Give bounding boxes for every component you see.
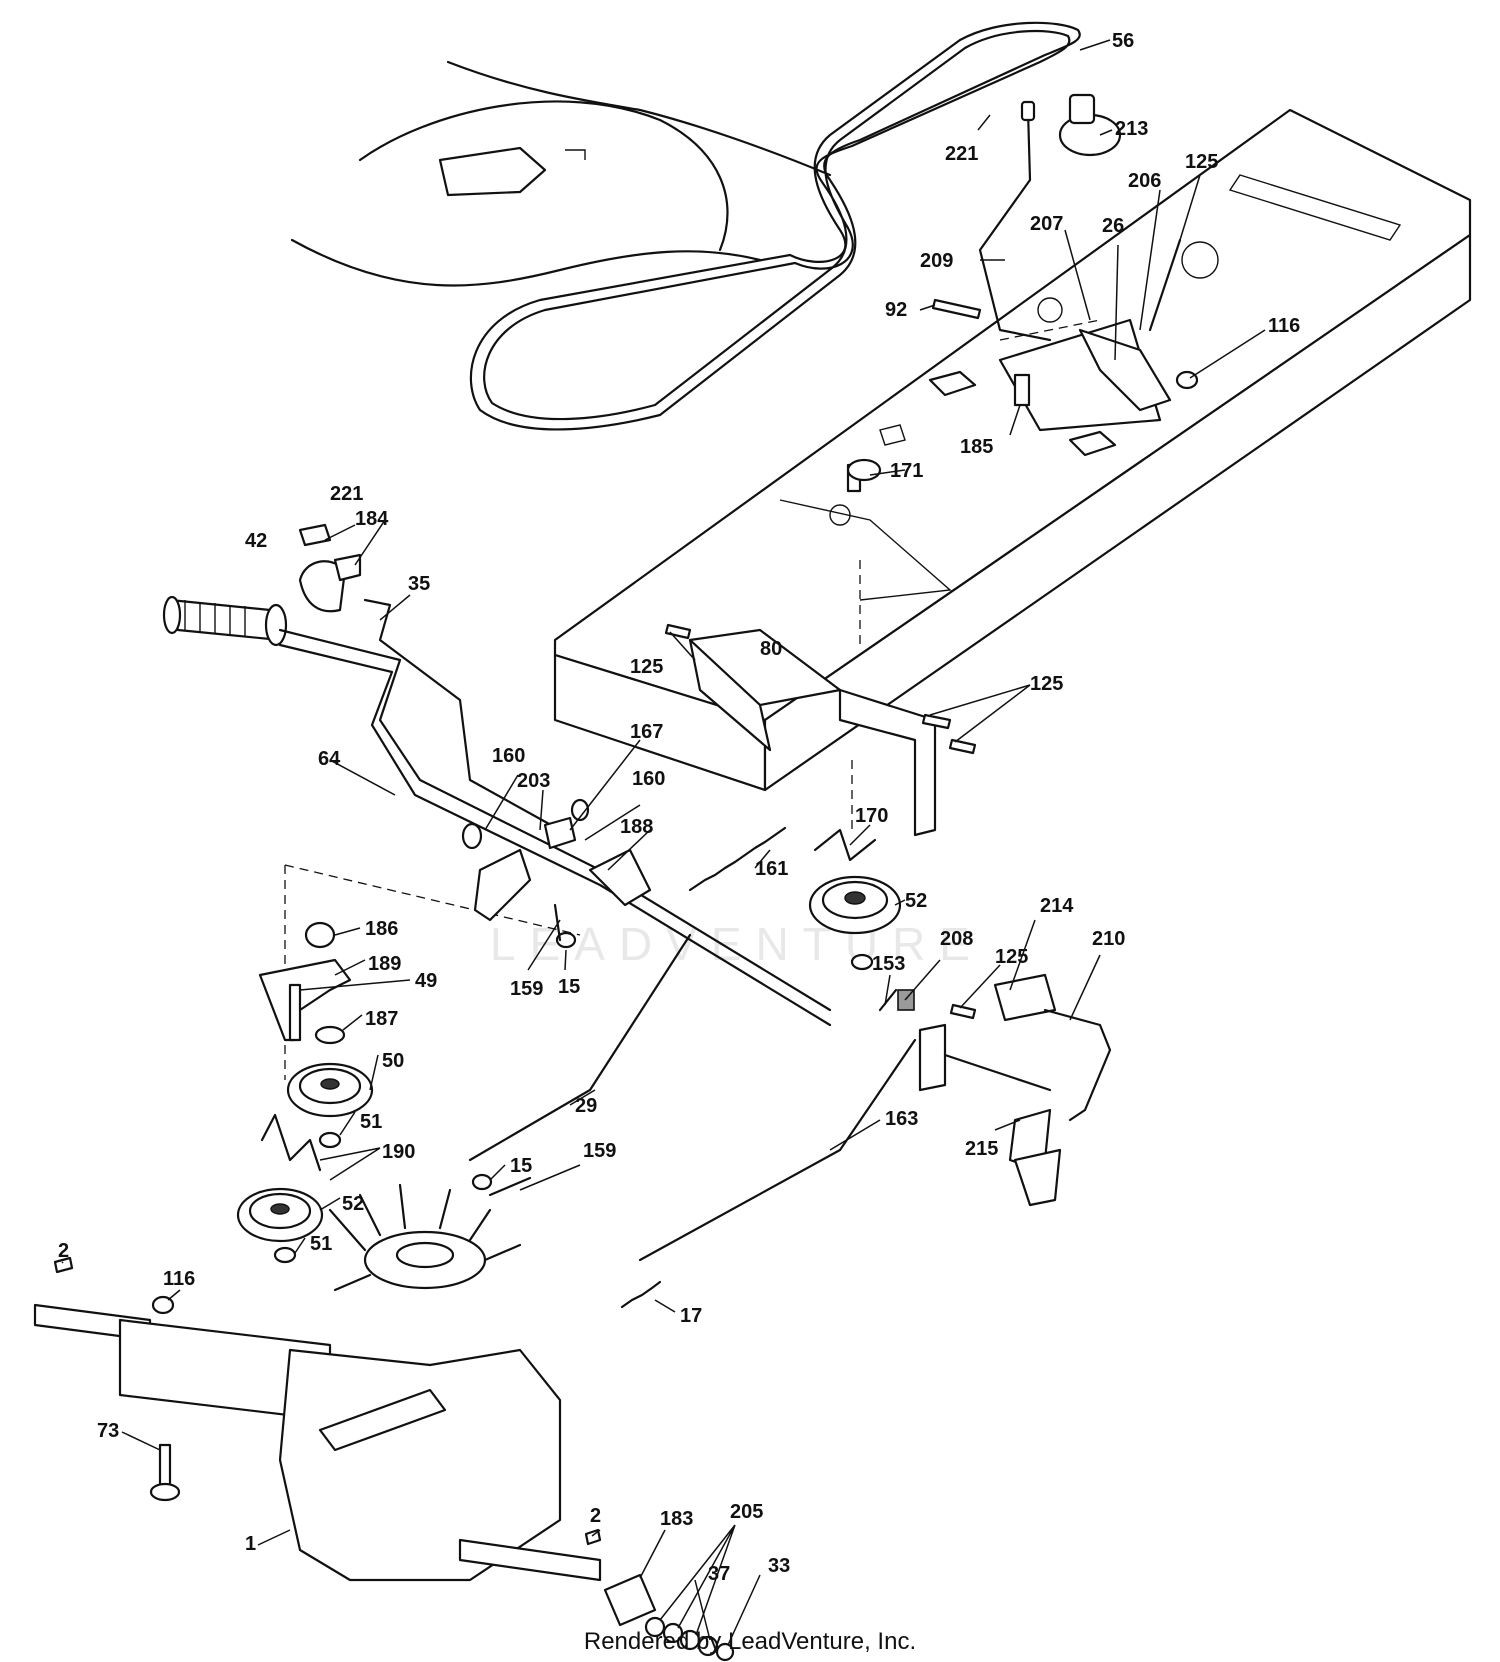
callout-185: 185 — [960, 436, 993, 458]
shift-lever — [978, 100, 1172, 412]
callout-161: 161 — [755, 858, 788, 880]
callout-2: 2 — [590, 1505, 601, 1527]
bolts — [664, 298, 1199, 1020]
callout-186: 186 — [365, 918, 398, 940]
alignment-line — [284, 864, 581, 936]
callout-42: 42 — [245, 530, 267, 552]
callout-160: 160 — [492, 745, 525, 767]
transaxle — [33, 1183, 602, 1582]
callout-184: 184 — [355, 508, 389, 530]
callout-17: 17 — [680, 1305, 702, 1327]
callout-37: 37 — [708, 1563, 730, 1585]
callout-163: 163 — [885, 1108, 918, 1130]
callout-51: 51 — [310, 1233, 332, 1255]
callout-183: 183 — [660, 1508, 693, 1530]
brake-pedal-assembly — [918, 973, 1112, 1207]
callout-50: 50 — [382, 1050, 404, 1072]
callout-2: 2 — [58, 1240, 69, 1262]
washer-pin — [471, 903, 577, 1197]
callout-52: 52 — [905, 890, 927, 912]
callout-188: 188 — [620, 816, 653, 838]
drive-pulley — [286, 1062, 374, 1149]
callout-171: 171 — [890, 460, 923, 482]
callout-125: 125 — [995, 946, 1028, 968]
callout-15: 15 — [510, 1155, 532, 1177]
callout-29: 29 — [575, 1095, 597, 1117]
control-rod — [1148, 238, 1182, 332]
callout-159: 159 — [510, 978, 543, 1000]
chassis-frame — [553, 108, 1472, 792]
lower-pulley — [236, 1187, 324, 1264]
callout-51: 51 — [360, 1111, 382, 1133]
callout-209: 209 — [920, 250, 953, 272]
callout-52: 52 — [342, 1193, 364, 1215]
callout-221: 221 — [945, 143, 978, 165]
drive-belt — [469, 21, 1081, 431]
callout-125: 125 — [1185, 151, 1218, 173]
cap-clip — [298, 523, 362, 613]
lever-arms — [461, 798, 652, 922]
callouts: 56 213 221 125 206 207 26 209 92 116 185… — [58, 30, 1300, 1585]
callout-160: 160 — [632, 768, 665, 790]
return-spring — [620, 1280, 662, 1309]
callout-92: 92 — [885, 299, 907, 321]
callout-189: 189 — [368, 953, 401, 975]
spring-bracket — [260, 1113, 322, 1172]
brake-rod — [638, 1038, 917, 1262]
callout-213: 213 — [1115, 118, 1148, 140]
callout-170: 170 — [855, 805, 888, 827]
callout-153: 153 — [872, 953, 905, 975]
callout-116: 116 — [1268, 315, 1300, 337]
hood-shell — [290, 60, 832, 287]
link-rod — [468, 933, 692, 1162]
small-spring — [878, 988, 898, 1012]
callout-1: 1 — [245, 1533, 256, 1555]
callout-208: 208 — [940, 928, 973, 950]
callout-125: 125 — [1030, 673, 1063, 695]
callout-73: 73 — [97, 1420, 119, 1442]
callout-35: 35 — [408, 573, 430, 595]
callout-207: 207 — [1030, 213, 1063, 235]
callout-221: 221 — [330, 483, 363, 505]
callout-203: 203 — [517, 770, 550, 792]
callout-190: 190 — [382, 1141, 415, 1163]
callout-56: 56 — [1112, 30, 1134, 52]
pulley-bracket — [813, 828, 877, 862]
extension-spring — [688, 826, 787, 892]
callout-214: 214 — [1040, 895, 1074, 917]
callout-80: 80 — [760, 638, 782, 660]
footer-credit: Rendered by LeadVenture, Inc. — [583, 1628, 917, 1655]
callout-49: 49 — [415, 970, 437, 992]
callout-125: 125 — [630, 656, 663, 678]
callout-210: 210 — [1092, 928, 1125, 950]
idler-bracket — [258, 921, 352, 1045]
alignment-line — [999, 319, 1101, 341]
callout-206: 206 — [1128, 170, 1161, 192]
callout-116: 116 — [163, 1268, 195, 1290]
callout-15: 15 — [558, 976, 580, 998]
callout-205: 205 — [730, 1501, 763, 1523]
callout-159: 159 — [583, 1140, 616, 1162]
callout-64: 64 — [318, 748, 341, 770]
callout-33: 33 — [768, 1555, 790, 1577]
callout-187: 187 — [365, 1008, 398, 1030]
idler-pulley — [808, 875, 902, 971]
shift-knob — [1058, 93, 1122, 157]
leader-lines — [61, 39, 1266, 1646]
callout-167: 167 — [630, 721, 663, 743]
pedal-grip — [162, 595, 288, 647]
axle-spacers — [603, 1573, 735, 1662]
callout-215: 215 — [965, 1138, 998, 1160]
callout-26: 26 — [1102, 215, 1124, 237]
